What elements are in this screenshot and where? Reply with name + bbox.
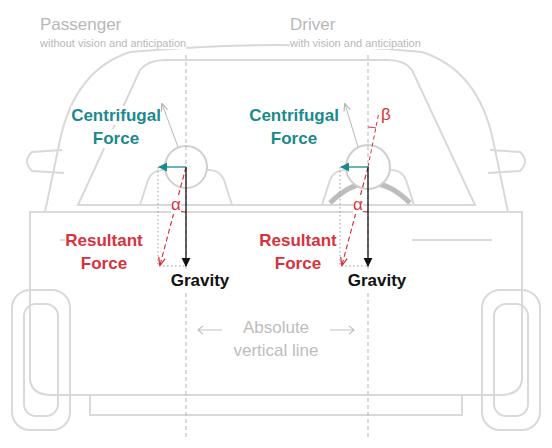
force-construction	[158, 167, 368, 266]
angle-label: α	[171, 194, 181, 217]
head-tilt-line	[368, 112, 379, 167]
centrifugal-arrow	[341, 166, 368, 167]
gravity-arrow	[367, 167, 368, 266]
angle-label: α	[353, 194, 363, 217]
role-subtitle: with vision and anticipation	[290, 36, 421, 51]
force-label: Resultant Force	[248, 230, 348, 276]
gravity-arrow	[185, 167, 186, 266]
force-label: Centrifugal Force	[60, 105, 172, 151]
role-title: Passenger	[40, 14, 121, 37]
axis-label: Absolute vertical line	[226, 317, 326, 363]
resultant-arrow	[160, 167, 186, 265]
role-subtitle: without vision and anticipation	[40, 36, 186, 51]
force-label: Gravity	[171, 270, 230, 293]
force-label: Gravity	[348, 270, 407, 293]
angle-label: β	[381, 104, 391, 127]
pointer-line	[162, 104, 178, 147]
beta-arc	[368, 127, 376, 128]
role-title: Driver	[290, 14, 335, 37]
centrifugal-arrow	[159, 166, 186, 167]
pointer-line	[345, 104, 358, 147]
force-label: Centrifugal Force	[238, 105, 350, 151]
car-outline	[12, 45, 540, 430]
force-label: Resultant Force	[54, 230, 154, 276]
resultant-arrow	[342, 167, 368, 265]
vertical-lines	[186, 55, 368, 440]
